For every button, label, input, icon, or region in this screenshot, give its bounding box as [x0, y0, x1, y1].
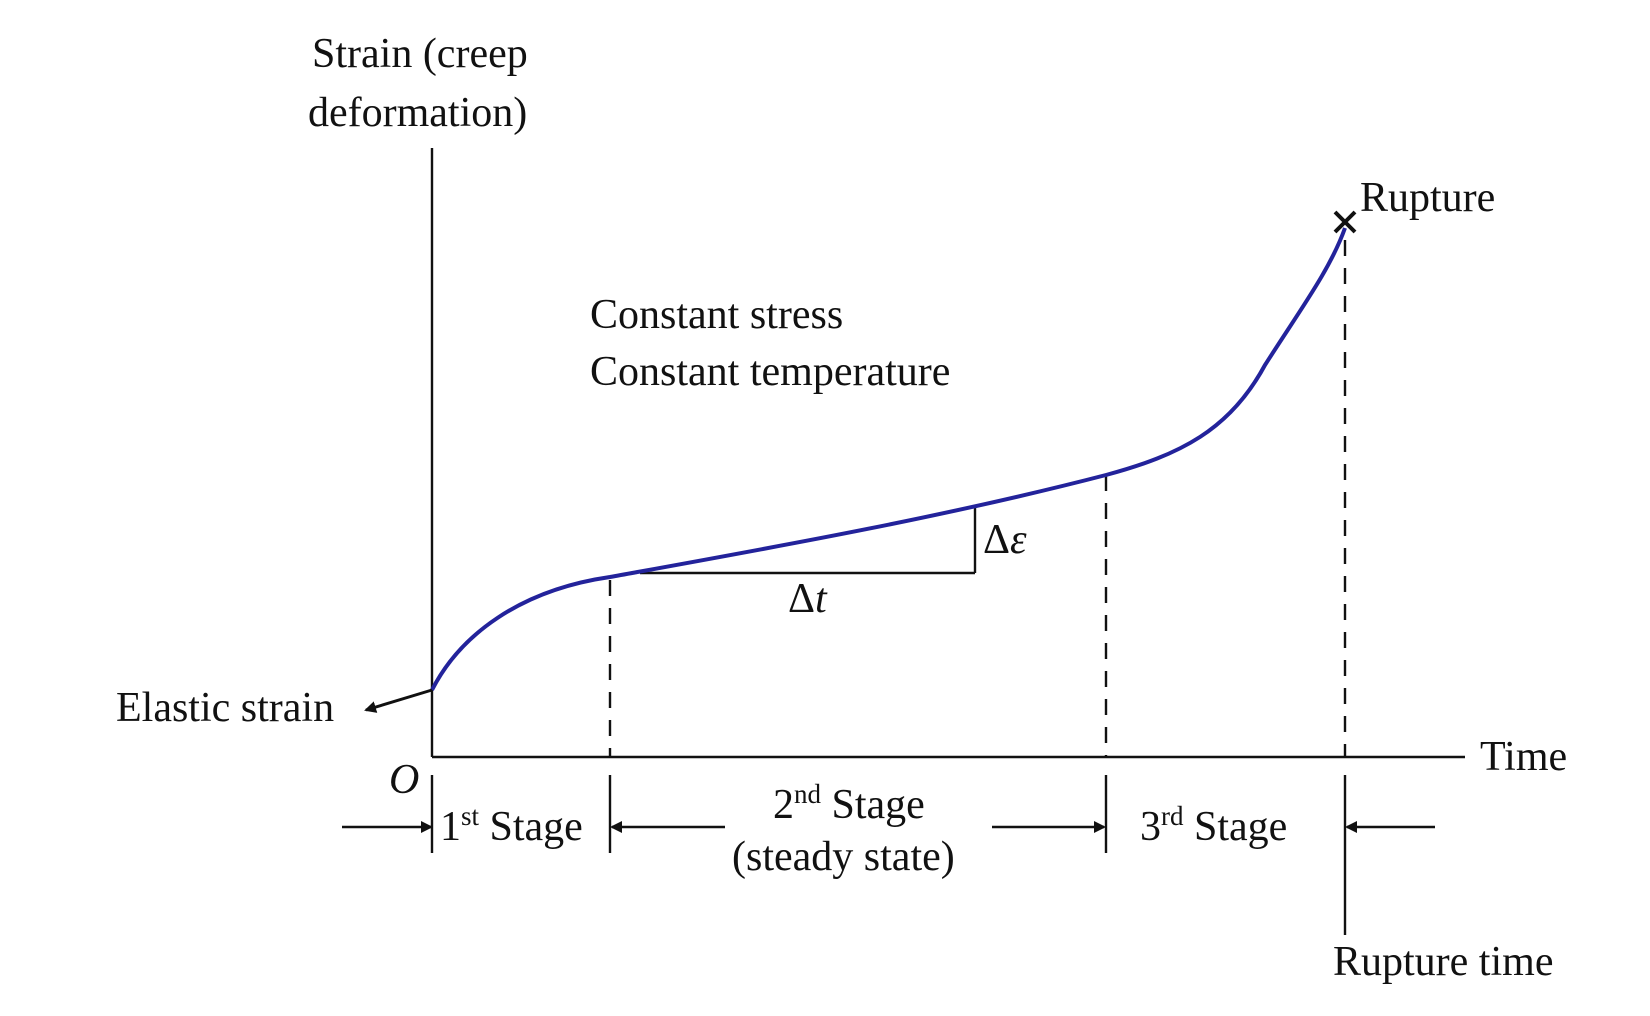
rupture-time-label: Rupture time	[1333, 939, 1553, 985]
stage-2-label: 2nd Stage	[773, 779, 925, 828]
elastic-strain-arrow	[364, 688, 433, 713]
stage-2-sublabel: (steady state)	[732, 834, 955, 880]
y-axis-label-line2: deformation)	[308, 90, 527, 136]
condition-temperature: Constant temperature	[590, 349, 950, 395]
rupture-marker	[1333, 210, 1357, 234]
condition-stress: Constant stress	[590, 292, 843, 338]
delta-t-label: Δt	[788, 576, 828, 622]
stage-3-label: 3rd Stage	[1140, 801, 1287, 850]
y-axis-label-line1: Strain (creep	[312, 31, 528, 77]
stage-1-label: 1st Stage	[440, 801, 583, 850]
rupture-label: Rupture	[1360, 175, 1495, 221]
x-axis-label: Time	[1480, 734, 1567, 780]
delta-epsilon-label: Δε	[983, 517, 1027, 563]
elastic-strain-label: Elastic strain	[116, 685, 334, 731]
creep-curve	[430, 227, 1347, 691]
origin-label: O	[389, 757, 419, 803]
